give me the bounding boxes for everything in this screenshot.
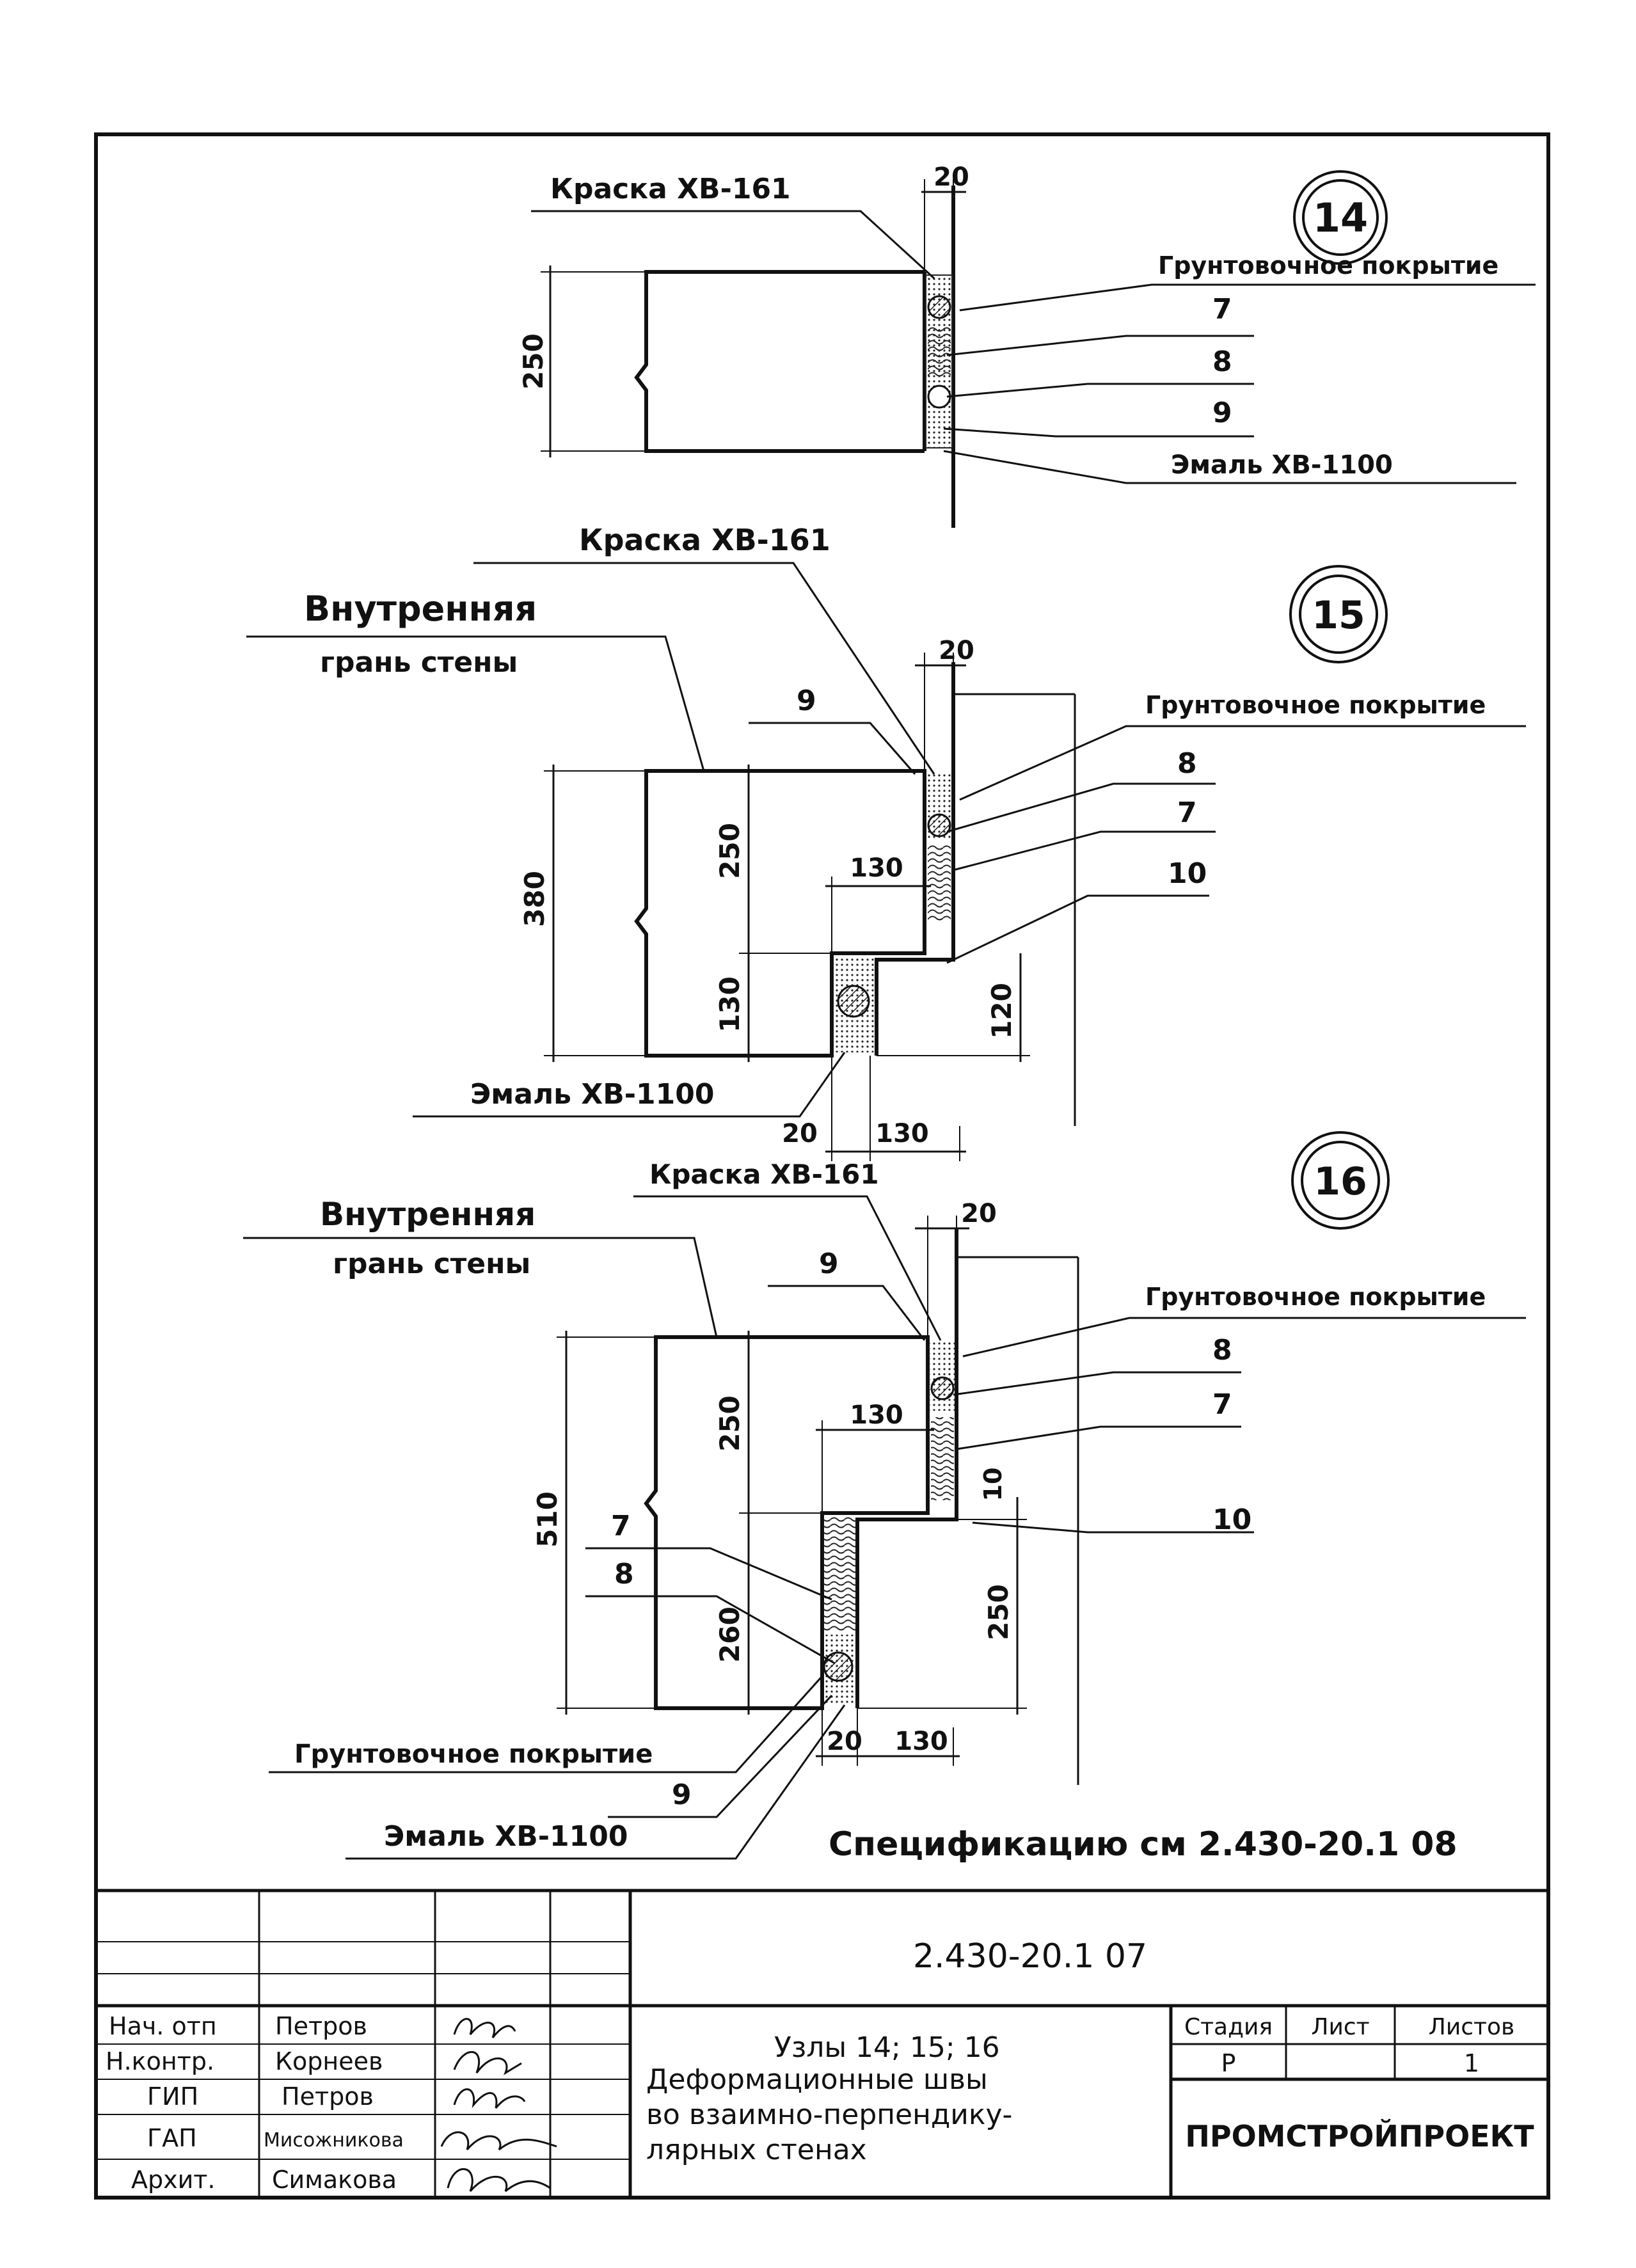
- node-15-marker: [1289, 565, 1388, 663]
- node-15-gasket: [927, 813, 951, 837]
- node-16-dim-gap: 10: [979, 1468, 1007, 1502]
- role-3: ГИП: [147, 2082, 198, 2111]
- node-16-dim-bottom-left: 20: [827, 1727, 862, 1756]
- node-15-wall-right: [875, 662, 955, 1056]
- sheets-value: 1: [1464, 2049, 1479, 2077]
- node-14: 14 20 250 Краска ХВ-161 Грунтовочное пок…: [518, 163, 1536, 528]
- doc-code: 2.430-20.1 07: [913, 1937, 1147, 1976]
- node-16-dim-top-width: 20: [961, 1199, 997, 1228]
- title-line-4: лярных стенах: [646, 2134, 867, 2166]
- node-15-dim-step: 130: [850, 853, 903, 883]
- node-15-emal-label: Эмаль ХВ-1100: [470, 1078, 715, 1111]
- title-line-3: во взаимно-перпендику-: [646, 2098, 1012, 2131]
- stage-value: Р: [1221, 2049, 1236, 2077]
- title-block: 2.430-20.1 07 Нач. отп Петров Н.контр. К…: [96, 1889, 1548, 2198]
- signatures: [440, 2018, 557, 2193]
- node-16-wall-left: [644, 1335, 930, 1710]
- node-15-grunt-label: Грунтовочное покрытие: [1145, 691, 1486, 719]
- node-15-dim-top-width: 20: [939, 636, 974, 665]
- node-16-grunt-right: Грунтовочное покрытие: [1145, 1283, 1486, 1311]
- node-14-number: 14: [1313, 194, 1368, 241]
- node-15-inner-face-2: грань стены: [320, 646, 518, 679]
- node-16-item8-right: 8: [1212, 1334, 1232, 1367]
- node-16-dim-total: 510: [532, 1491, 563, 1548]
- node-16-inner-face-1: Внутренняя: [320, 1196, 536, 1233]
- node-15-rod: [837, 985, 870, 1018]
- org-name: ПРОМСТРОЙПРОЕКТ: [1185, 2119, 1534, 2153]
- node-16-dim-lower-right: 250: [983, 1584, 1014, 1640]
- node-16-dim-step: 130: [850, 1400, 903, 1430]
- node-16-item8-left: 8: [614, 1558, 634, 1590]
- node-15-item10: 10: [1168, 857, 1207, 890]
- node-15-item8: 8: [1177, 747, 1197, 780]
- node-16-number: 16: [1314, 1159, 1367, 1204]
- node-15-dim-total: 380: [519, 871, 550, 927]
- name-5: Симакова: [272, 2166, 397, 2194]
- node-15-dim-bottom-left: 20: [782, 1119, 818, 1148]
- node-14-marker: [1293, 170, 1388, 265]
- node-14-grunt-label: Грунтовочное покрытие: [1158, 251, 1498, 280]
- node-14-rod: [927, 385, 951, 409]
- node-16-wall-right: [855, 1228, 958, 1708]
- node-14-item9: 9: [1212, 397, 1232, 429]
- sheets-header: Листов: [1429, 2014, 1514, 2040]
- node-15-dim-upper: 250: [714, 823, 745, 879]
- node-16-item7-left: 7: [611, 1510, 631, 1542]
- name-4: Мисожникова: [264, 2129, 404, 2152]
- node-14-wall-left: [634, 270, 925, 453]
- title-line-2: Деформационные швы: [646, 2063, 988, 2096]
- node-14-dim-height: 250: [518, 333, 549, 390]
- title-line-1: Узлы 14; 15; 16: [774, 2031, 1000, 2064]
- node-16-rod: [823, 1651, 854, 1682]
- spec-note: Спецификацию см 2.430-20.1 08: [829, 1825, 1457, 1864]
- node-16-item7-right: 7: [1212, 1388, 1232, 1421]
- node-14-item8: 8: [1212, 345, 1232, 378]
- node-15-item7: 7: [1177, 797, 1197, 829]
- role-4: ГАП: [147, 2124, 197, 2152]
- node-14-kraska-label: Краска ХВ-161: [550, 173, 791, 205]
- node-16-dim-lower-left: 260: [714, 1606, 745, 1663]
- node-16-inner-face-2: грань стены: [333, 1248, 530, 1280]
- node-15-number: 15: [1312, 593, 1365, 638]
- node-16: 16 20 510 250 260 130 250 10: [243, 1131, 1526, 1860]
- node-16-dim-bottom-right: 130: [894, 1727, 948, 1756]
- node-16-marker: [1291, 1131, 1390, 1230]
- node-14-emal-label: Эмаль ХВ-1100: [1171, 450, 1393, 480]
- node-16-kraska-label: Краска ХВ-161: [649, 1159, 879, 1190]
- node-16-item9-bottom: 9: [672, 1779, 692, 1811]
- name-3: Петров: [282, 2082, 374, 2111]
- node-15-wall-left: [634, 769, 926, 1058]
- node-16-joint-fill: [929, 1340, 955, 1411]
- node-16-grunt-left: Грунтовочное покрытие: [294, 1740, 653, 1769]
- node-15-inner-face-1: Внутренняя: [304, 589, 537, 629]
- node-15-dim-lower: 130: [714, 976, 745, 1033]
- node-15: 15 20 380 250 130 130 120: [246, 523, 1526, 1161]
- node-15-dim-right: 120: [986, 983, 1017, 1039]
- node-16-dim-upper: 250: [714, 1395, 745, 1452]
- stage-header: Стадия: [1184, 2014, 1273, 2040]
- role-1: Нач. отп: [109, 2012, 217, 2040]
- name-2: Корнеев: [275, 2047, 383, 2075]
- node-14-item7: 7: [1212, 293, 1232, 326]
- node-15-dim-bottom-right: 130: [875, 1119, 929, 1148]
- name-1: Петров: [275, 2012, 367, 2040]
- role-2: Н.контр.: [106, 2047, 214, 2075]
- node-15-item9: 9: [797, 685, 816, 717]
- role-5: Архит.: [131, 2166, 216, 2194]
- node-16-emal-label: Эмаль ХВ-1100: [384, 1820, 628, 1853]
- node-14-gasket: [927, 295, 951, 319]
- node-14-dim-width: 20: [933, 163, 969, 192]
- node-16-gasket: [930, 1376, 955, 1400]
- node-15-kraska-label: Краска ХВ-161: [579, 523, 830, 557]
- sheet-frame: [94, 132, 1550, 2200]
- sheet-header: Лист: [1311, 2014, 1369, 2040]
- node-16-item9-top: 9: [819, 1248, 839, 1280]
- node-16-item10: 10: [1212, 1503, 1251, 1536]
